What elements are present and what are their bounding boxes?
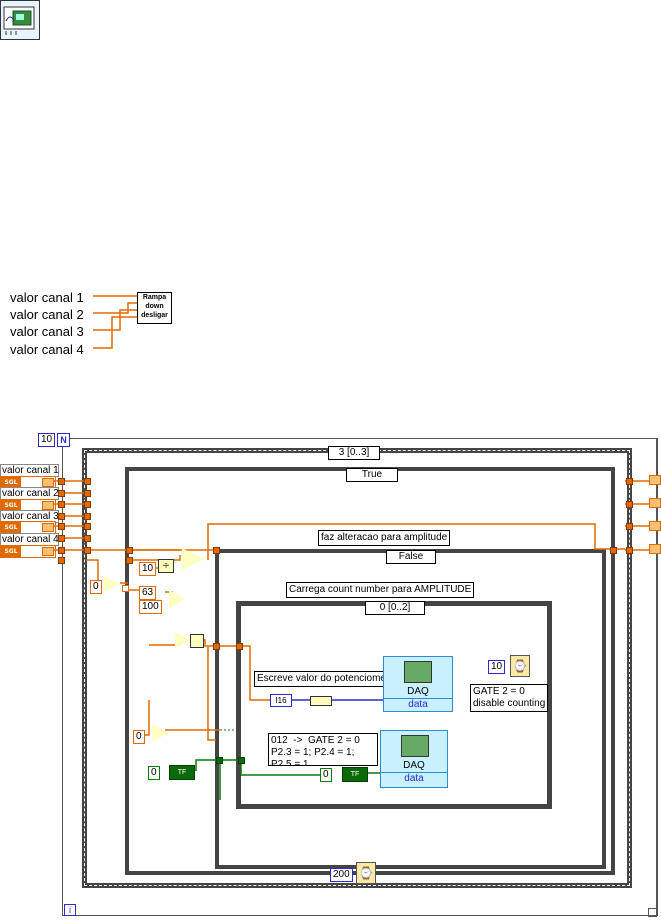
tunnel [58, 478, 65, 485]
tunnel [84, 523, 91, 530]
connector-input-2: valor canal 2 [10, 307, 84, 322]
tunnel [58, 557, 65, 564]
tunnel [610, 547, 617, 554]
tunnel [84, 513, 91, 520]
u16-node: I16 [270, 694, 292, 707]
tunnel [626, 478, 633, 485]
tunnel [126, 547, 133, 554]
loop-count-constant[interactable]: 10 [38, 433, 56, 447]
tunnel [58, 523, 65, 530]
channel-control-3[interactable]: SGL [0, 521, 56, 534]
const-0-b[interactable]: 0 [133, 730, 145, 744]
greater-node-outline [181, 547, 203, 569]
tunnel [122, 585, 129, 592]
inner-sequence-selector[interactable]: 0 [0..2] [365, 601, 425, 615]
wait-const-200[interactable]: 200 [330, 868, 353, 882]
tunnel [126, 557, 133, 564]
const-0-a[interactable]: 0 [90, 580, 102, 594]
equal-node [104, 576, 119, 592]
greater-node [182, 548, 204, 570]
const-100[interactable]: 100 [139, 600, 162, 614]
comment-012: 012 -> GATE 2 = 0 P2.3 = 1; P2.4 = 1; P2… [268, 733, 378, 766]
tunnel [58, 513, 65, 520]
tunnel-boolean [216, 757, 223, 764]
compare-node [152, 724, 168, 742]
for-loop[interactable] [62, 438, 658, 916]
channel-control-1[interactable]: SGL [0, 476, 56, 489]
const-10[interactable]: 10 [139, 562, 157, 576]
tunnel [236, 643, 243, 650]
wait-const-10[interactable]: 10 [488, 660, 506, 674]
outer-case-selector[interactable]: True [346, 468, 398, 482]
tunnel [626, 523, 633, 530]
loop-N-terminal: N [57, 433, 70, 447]
tunnel [213, 643, 220, 650]
connector-pane: valor canal 1 valor canal 2 valor canal … [0, 280, 200, 370]
channel-control-4[interactable]: SGL [0, 545, 56, 558]
comment-gate: GATE 2 = 0 disable counting [470, 684, 549, 712]
wait-timer-icon: ⌚ [356, 862, 376, 884]
daq-write-node-2[interactable]: DAQ data [380, 730, 448, 788]
tf-node: TF [169, 765, 195, 780]
convert-node [190, 634, 204, 648]
daq-board-icon [0, 0, 40, 40]
tf-node-2: TF [342, 767, 368, 782]
tunnel [84, 501, 91, 508]
wire-label-amplitude: faz alteracao para amplitude [318, 530, 451, 546]
connector-input-3: valor canal 3 [10, 324, 84, 339]
const-0-d[interactable]: 0 [320, 768, 332, 782]
tunnel [84, 547, 91, 554]
const-0-c[interactable]: 0 [148, 766, 160, 780]
label-potenciometro: Escreve valor do potenciome [254, 671, 389, 687]
tunnel [58, 501, 65, 508]
label-count-number: Carrega count number para AMPLITUDE [286, 582, 475, 598]
tunnel [213, 547, 220, 554]
tunnel [626, 547, 633, 554]
multiply-node [169, 590, 185, 608]
connector-input-4: valor canal 4 [10, 342, 84, 357]
tunnel [84, 490, 91, 497]
tunnel [58, 535, 65, 542]
daq-card-icon [401, 735, 429, 757]
tunnel [58, 490, 65, 497]
divide-node: ÷ [158, 559, 174, 573]
const-63[interactable]: 63 [139, 586, 157, 600]
loop-i-terminal: i [64, 904, 76, 916]
connector-wires [93, 295, 137, 349]
wait-timer-icon: ⌚ [510, 655, 530, 677]
tunnel-boolean [238, 757, 245, 764]
tunnel [84, 535, 91, 542]
tunnel [626, 501, 633, 508]
add-node [175, 632, 190, 648]
cluster-node [310, 696, 332, 706]
loop-resize-handle[interactable] [648, 908, 657, 917]
connector-input-1: valor canal 1 [10, 290, 84, 305]
outer-sequence-selector[interactable]: 3 [0..3] [328, 446, 380, 460]
inner-case-selector[interactable]: False [386, 550, 436, 564]
daq-write-node-1[interactable]: DAQ data [383, 656, 453, 712]
daq-card-icon [3, 6, 35, 35]
subvi-rampa-down[interactable]: Rampa down desligar [137, 292, 172, 324]
tunnel [84, 478, 91, 485]
tunnel [58, 547, 65, 554]
daq-card-icon [404, 661, 432, 683]
